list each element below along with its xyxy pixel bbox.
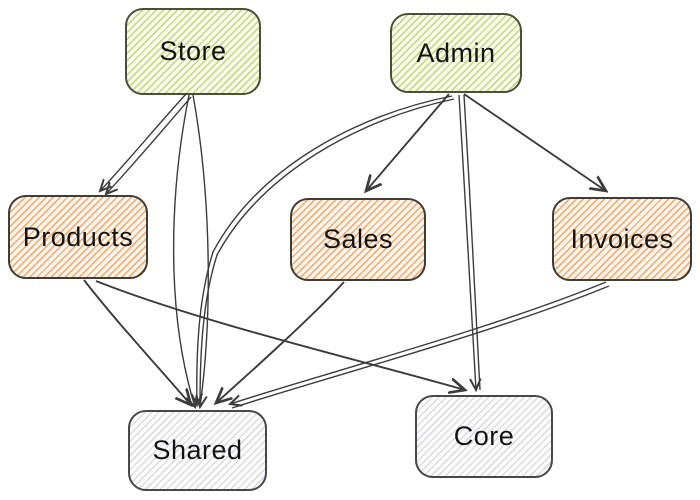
edge-admin-invoices (463, 93, 606, 191)
node-shared: Shared (128, 410, 267, 491)
edge-admin-core (458, 94, 476, 390)
edge-admin-core (463, 94, 481, 391)
edge-store-shared (172, 94, 195, 407)
node-invoices: Invoices (552, 197, 692, 281)
edge-store-products (106, 96, 192, 194)
node-products: Products (8, 195, 148, 279)
node-sales-label: Sales (322, 224, 394, 254)
node-invoices-label: Invoices (570, 223, 674, 254)
node-sales: Sales (290, 198, 426, 281)
edge-invoices-shared (231, 285, 610, 409)
node-core: Core (415, 395, 553, 478)
edge-store-products (100, 93, 187, 191)
edge-store-shared (192, 94, 209, 407)
node-admin: Admin (390, 13, 522, 93)
edge-sales-shared (216, 281, 345, 403)
node-core-label: Core (453, 421, 515, 451)
node-store: Store (125, 8, 261, 95)
node-products-label: Products (22, 221, 134, 252)
node-admin-label: Admin (416, 37, 496, 68)
edge-admin-sales (366, 93, 450, 191)
edge-invoices-shared (230, 281, 607, 404)
node-store-label: Store (159, 36, 227, 66)
edge-products-shared (83, 279, 191, 405)
edge-products-core (95, 280, 465, 390)
node-shared-label: Shared (152, 435, 243, 465)
